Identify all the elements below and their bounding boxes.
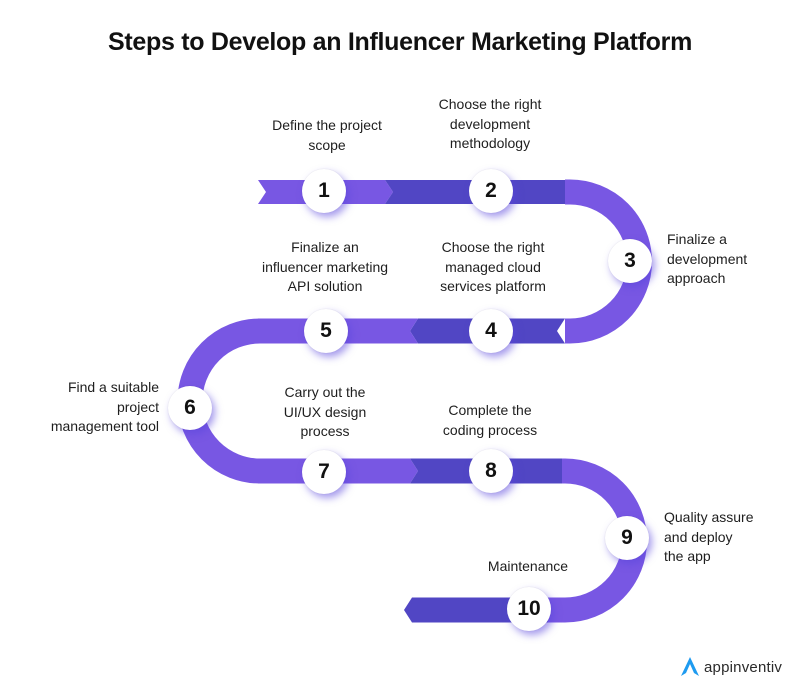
step-label-line: coding process [442,421,538,438]
step-label-line: influencer marketing [261,258,389,275]
step-label-4: Choose the right managed cloud services … [440,238,546,297]
step-circle-4: 4 [469,309,513,353]
step-label-line: UI/UX design [283,403,367,420]
step-label-line: managed cloud [445,258,541,275]
step-circle-3: 3 [608,239,652,283]
step-label-10: Maintenance [488,557,568,577]
step-label-line: API solution [287,278,363,294]
step-label-8: Complete the coding process [443,401,537,440]
step-label-line: services platform [440,278,546,294]
step-circle-7: 7 [302,450,346,494]
page-title: Steps to Develop an Influencer Marketing… [107,28,693,56]
step-label-line: scope [308,136,346,153]
step-label-line: the app [664,548,711,564]
step-label-line: and deploy [664,528,733,545]
step-label-line: Complete the [448,402,532,418]
step-label-6: Find a suitable project management tool [51,378,159,437]
brand-logo: appinventiv [679,656,782,678]
step-label-9: Quality assure and deploy the app [664,508,753,567]
step-label-line: project [116,398,159,415]
step-circle-6: 6 [168,386,212,430]
step-label-line: methodology [449,135,531,151]
step-label-line: management tool [50,418,159,434]
step-label-line: Choose the right [441,239,545,255]
step-label-line: Define the project [272,117,382,133]
step-label-line: Finalize a [667,231,727,247]
step-circle-2: 2 [469,169,513,213]
step-label-2: Choose the right development methodology [439,95,542,154]
step-circle-1: 1 [302,169,346,213]
step-circle-9: 9 [605,516,649,560]
step-circle-5: 5 [304,309,348,353]
step-label-3: Finalize a development approach [667,230,747,289]
step-label-line: process [300,423,350,439]
step-label-line: Quality assure [664,509,754,525]
step-label-line: development [667,250,748,267]
step-label-line: Maintenance [487,558,569,574]
step-label-line: approach [667,270,726,286]
step-label-line: Find a suitable [67,379,159,395]
appinventiv-a-logo-icon [681,657,699,676]
step-label-line: development [449,115,531,132]
step-circle-8: 8 [469,449,513,493]
step-label-5: Finalize an influencer marketing API sol… [262,238,388,297]
step-label-line: Finalize an [291,239,359,255]
step-label-7: Carry out the UI/UX design process [284,383,366,442]
step-label-1: Define the project scope [272,116,382,155]
step-label-line: Carry out the [284,384,366,400]
step-label-line: Choose the right [438,96,542,112]
step-circle-10: 10 [507,587,551,631]
brand-logo-text: appinventiv [704,658,783,676]
